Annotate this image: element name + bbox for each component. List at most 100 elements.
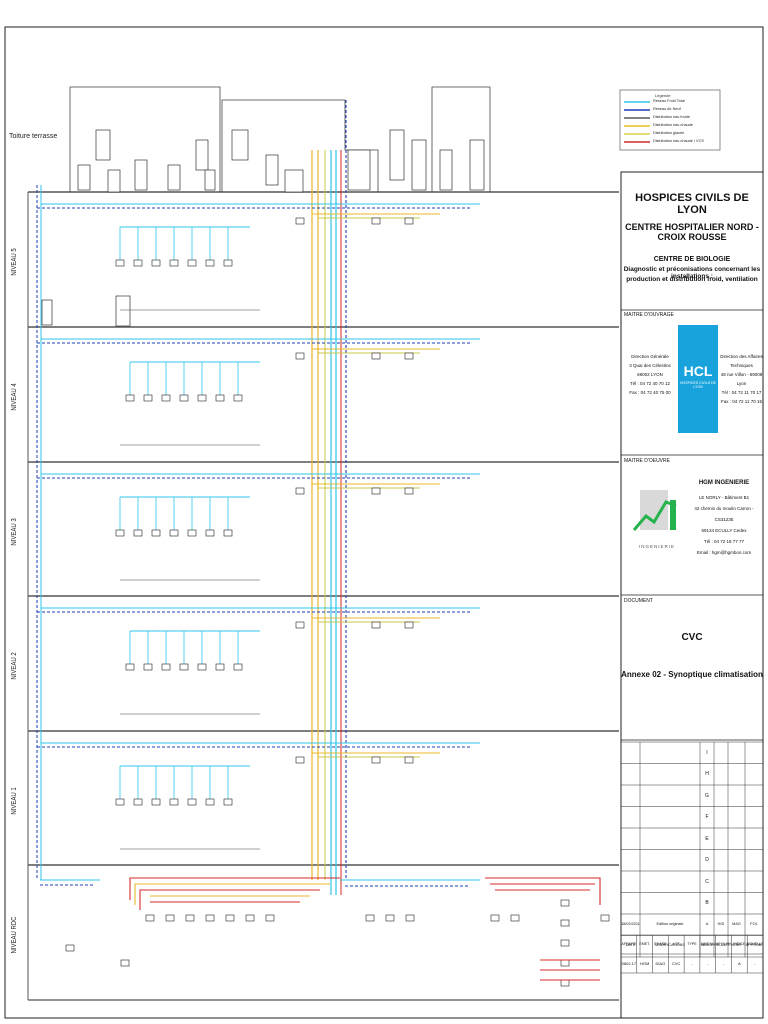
equipment-box	[469, 139, 485, 191]
fan-coil-unit	[371, 352, 381, 360]
terminal-unit	[197, 663, 207, 671]
address-line: Techniques	[730, 363, 753, 368]
info-header-cell: AFFAIRE	[621, 942, 637, 946]
equipment-box	[265, 154, 279, 186]
info-header-cell: N° PLAN	[716, 942, 731, 946]
level-label: NIVEAU 3	[11, 518, 19, 546]
info-value-cell: -	[722, 961, 725, 966]
rdc-terminal-unit	[185, 914, 195, 922]
fan-coil-unit	[404, 756, 414, 764]
equipment-box	[77, 164, 91, 191]
terminal-unit	[215, 394, 225, 402]
address-line: 3 Quai des Célestins	[629, 363, 671, 368]
info-value-cell: -	[691, 961, 693, 966]
info-value-cell: A	[737, 961, 741, 966]
roof-outline	[69, 86, 491, 192]
info-value-cell: -	[707, 961, 709, 966]
terminal-unit	[115, 798, 125, 806]
equipment-box	[204, 169, 216, 191]
legend-label: Réseau Froid Total	[653, 99, 685, 103]
address-line: 42 chemin du moulin Carron - CS31235	[694, 506, 754, 522]
level-label: NIVEAU 4	[11, 383, 19, 411]
terminal-unit	[179, 663, 189, 671]
moe-name: HGM INGENIERIE	[698, 480, 750, 486]
equipment-box	[95, 129, 111, 161]
equipment-box	[167, 164, 181, 191]
rdc-terminal-unit	[405, 914, 415, 922]
legend-label: Distribution eau froide	[653, 115, 690, 119]
terminal-unit	[179, 394, 189, 402]
rdc-terminal-unit	[145, 914, 155, 922]
revision-header-cell: APPROB.	[745, 943, 763, 948]
fan-coil-unit	[295, 217, 305, 225]
client-name: HOSPICES CIVILS DE LYON	[635, 192, 749, 216]
subject-line-2: production et distribution froid, ventil…	[626, 276, 758, 283]
info-header-cell: ECHELLE	[747, 942, 764, 946]
rdc-terminal-unit	[205, 914, 215, 922]
terminal-unit	[205, 798, 215, 806]
level-label: NIVEAU 1	[11, 787, 19, 815]
legend-label: Distribution eau chaude	[653, 123, 693, 127]
document-lot: CVC	[681, 632, 703, 643]
terminal-unit	[161, 394, 171, 402]
terminal-unit	[223, 259, 233, 267]
equipment-box	[41, 299, 53, 326]
level-separators	[27, 191, 619, 1001]
roof-label: Toiture terrasse	[9, 133, 58, 140]
address-line: Fax : 04 72 11 70 15	[721, 399, 762, 404]
terminal-unit	[133, 259, 143, 267]
terminal-unit	[115, 529, 125, 537]
document-heading: DOCUMENT	[624, 598, 653, 604]
terminal-unit	[233, 663, 243, 671]
info-header-cell: TYPE	[687, 942, 697, 946]
terminal-unit	[205, 259, 215, 267]
fan-coil-unit	[404, 217, 414, 225]
legend-label: Distribution eau chaude / VCS	[653, 139, 704, 143]
terminal-unit	[143, 663, 153, 671]
rdc-terminal-unit	[225, 914, 235, 922]
equipment-box	[439, 149, 453, 191]
terminal-unit	[125, 394, 135, 402]
fan-coil-unit	[404, 487, 414, 495]
revision-a-ind: A	[705, 921, 709, 926]
fan-coil-unit	[371, 217, 381, 225]
terminal-unit	[169, 798, 179, 806]
terminal-unit	[215, 663, 225, 671]
revision-header-cell: MODIFICATIONS	[655, 943, 685, 948]
hcl-logo: HCL HOSPICES CIVILS DE LYON	[678, 325, 718, 433]
fan-coil-unit	[371, 487, 381, 495]
info-value-cell: HGM	[639, 961, 650, 966]
terminal-unit	[133, 529, 143, 537]
revision-a-appro: FOL	[750, 921, 758, 926]
terminal-unit	[233, 394, 243, 402]
revision-header-cell: INDICE	[700, 943, 714, 948]
revision-letter: G	[705, 792, 709, 799]
terminal-unit	[143, 394, 153, 402]
equipment-box	[284, 169, 304, 193]
rdc-terminal-unit	[385, 914, 395, 922]
equipment-box	[411, 139, 427, 191]
terminal-unit	[151, 259, 161, 267]
revision-a-redact: HGI	[717, 921, 725, 926]
equipment-box	[231, 129, 249, 161]
revision-letter: E	[705, 835, 709, 842]
level-label: NIVEAU 2	[11, 652, 19, 680]
subject-line-1: Diagnostic et préconisations concernant …	[623, 266, 761, 280]
revision-letter: D	[705, 857, 709, 864]
info-value-cell: -	[754, 961, 756, 966]
fan-coil-unit	[295, 352, 305, 360]
revision-header-cell: VERIF.	[730, 943, 743, 948]
legend-label: Réseau Air Neuf	[653, 107, 681, 111]
revision-header-cell: REDACT.	[714, 943, 731, 948]
legend-label: Distribution glacée	[653, 131, 685, 135]
rdc-terminal-unit	[560, 939, 570, 947]
revision-letter: F	[705, 814, 709, 821]
terminal-unit	[125, 663, 135, 671]
info-value-cell: CVC	[671, 961, 681, 966]
revision-letter: I	[706, 749, 708, 756]
terminal-unit	[223, 529, 233, 537]
address-line: 69134 ECULLY Cedex	[701, 528, 747, 533]
